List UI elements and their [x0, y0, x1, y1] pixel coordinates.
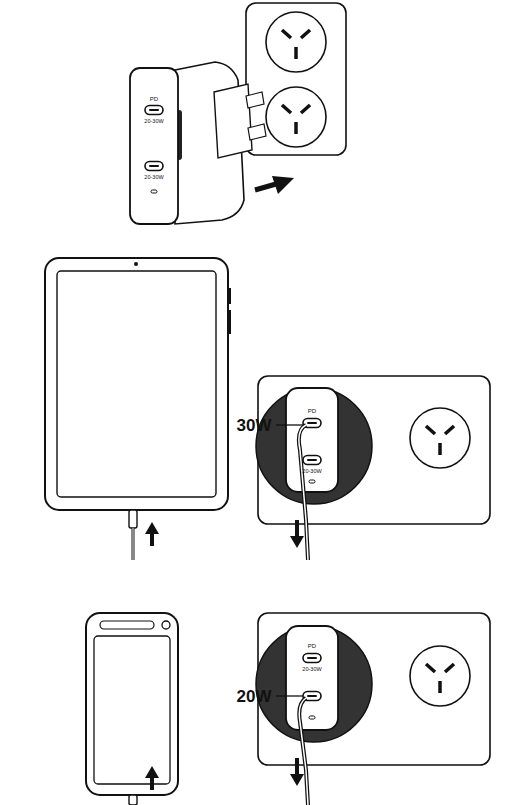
wall-plate: [256, 376, 490, 560]
port-label: PD: [308, 408, 316, 414]
charger: [130, 62, 266, 224]
port-label: 20-30W: [302, 469, 321, 475]
power-callout: 20W: [237, 688, 272, 705]
port-label: 20-30W: [144, 119, 163, 125]
tablet: [45, 258, 231, 560]
port-label: PD: [150, 96, 158, 102]
port-label: 20-30W: [302, 667, 321, 673]
wall-plate: [256, 613, 490, 805]
port-label: PD: [308, 643, 316, 649]
phone: [86, 613, 178, 805]
wall-plate: [246, 3, 346, 155]
power-callout: 30W: [237, 417, 272, 434]
port-label: 20-30W: [144, 175, 163, 181]
